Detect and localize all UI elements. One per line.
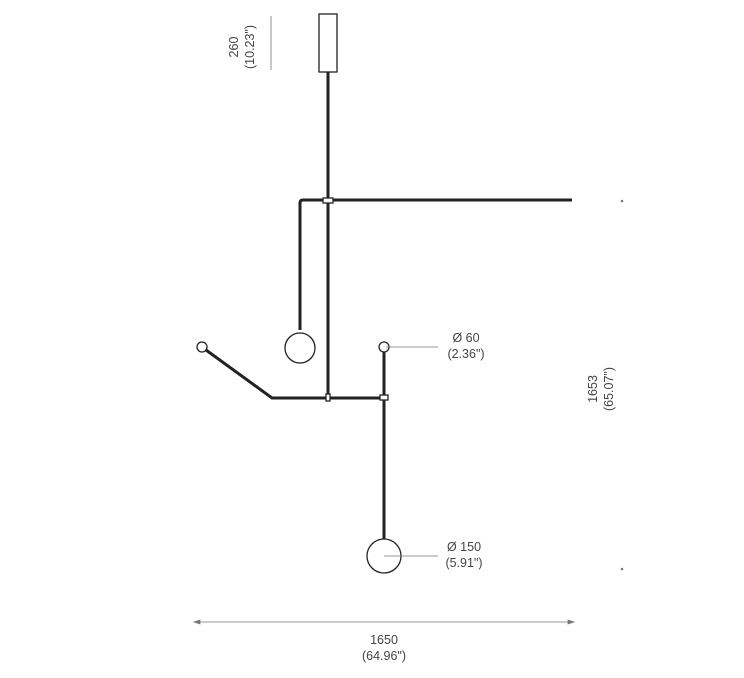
canopy-height-label: 260 (10.23"): [226, 17, 258, 77]
large-globe-inch: (5.91"): [445, 556, 483, 570]
joint: [322, 197, 334, 204]
small-globe-label: Ø 60 (2.36"): [436, 330, 496, 362]
canopy-height-mm: 260: [227, 36, 241, 58]
large-globe-mm: Ø 150: [446, 540, 482, 554]
total-height-mm: 1653: [586, 375, 600, 403]
lower-arm: [205, 348, 384, 400]
height-tick-bottom: [620, 567, 624, 571]
height-tick-top: [620, 199, 624, 203]
canopy: [318, 13, 338, 73]
small-ball-left: [196, 341, 208, 353]
large-globe-label: Ø 150 (5.91"): [434, 539, 494, 571]
small-globe-mm: Ø 60: [452, 331, 480, 345]
total-height-inch: (65.07"): [602, 366, 616, 412]
joint: [325, 393, 331, 402]
small-globe-inch: (2.36"): [447, 347, 485, 361]
total-width-mm: 1650: [370, 633, 398, 647]
total-width-inch: (64.96"): [361, 649, 407, 663]
upper-arm: [298, 198, 572, 330]
joint: [379, 394, 389, 401]
globe-left: [284, 332, 316, 364]
total-width-label: 1650 (64.96"): [350, 632, 418, 664]
canopy-height-inch: (10.23"): [243, 24, 257, 70]
total-height-label: 1653 (65.07"): [585, 357, 617, 421]
